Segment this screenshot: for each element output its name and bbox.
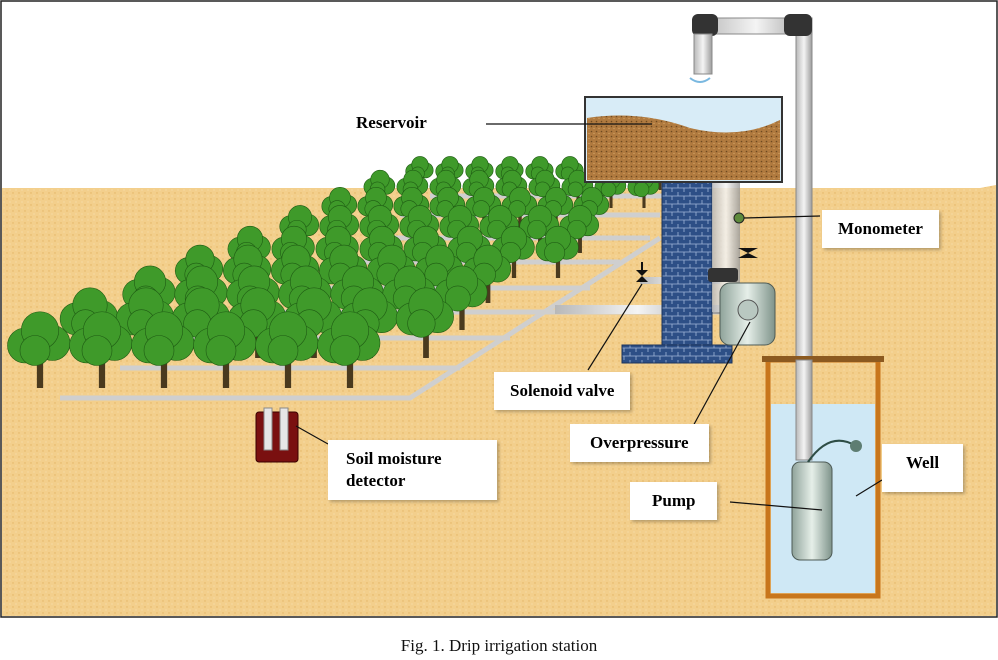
irrigation-diagram [0, 0, 998, 618]
tree [69, 311, 133, 388]
leader-lines [295, 123, 883, 511]
well-inlet-pipe [689, 14, 813, 451]
label-soil-moisture-line2: detector [346, 471, 406, 490]
tree [479, 205, 520, 253]
tree [491, 225, 535, 278]
label-soil-moisture-detector: Soil moisture detector [328, 440, 497, 500]
tree [501, 187, 538, 230]
label-reservoir: Reservoir [356, 112, 427, 134]
figure-caption: Fig. 1. Drip irrigation station [400, 636, 598, 655]
label-pump: Pump [630, 482, 718, 520]
monometer-gauge [733, 212, 745, 224]
soil-moisture-probe [255, 407, 299, 463]
label-well: Well [882, 444, 964, 492]
tree [317, 311, 381, 388]
tree [7, 311, 71, 388]
tree [463, 244, 512, 303]
label-overpressure: Overpressure [570, 424, 709, 462]
tree-rows [7, 156, 674, 388]
tree [363, 169, 396, 208]
reservoir-tank [584, 96, 783, 183]
pump [791, 439, 862, 561]
label-soil-moisture-line1: Soil moisture [346, 449, 442, 468]
tree [559, 205, 600, 253]
overpressure-unit [708, 268, 776, 346]
tree [131, 311, 195, 388]
solenoid-valve-symbol [636, 262, 648, 282]
tree [535, 225, 579, 278]
label-solenoid-valve: Solenoid valve [494, 372, 631, 410]
tower-valve-symbol [738, 248, 758, 258]
tree [359, 205, 400, 253]
tree [395, 287, 454, 358]
tree [193, 311, 257, 388]
tree [255, 311, 319, 388]
label-monometer: Monometer [822, 210, 939, 248]
